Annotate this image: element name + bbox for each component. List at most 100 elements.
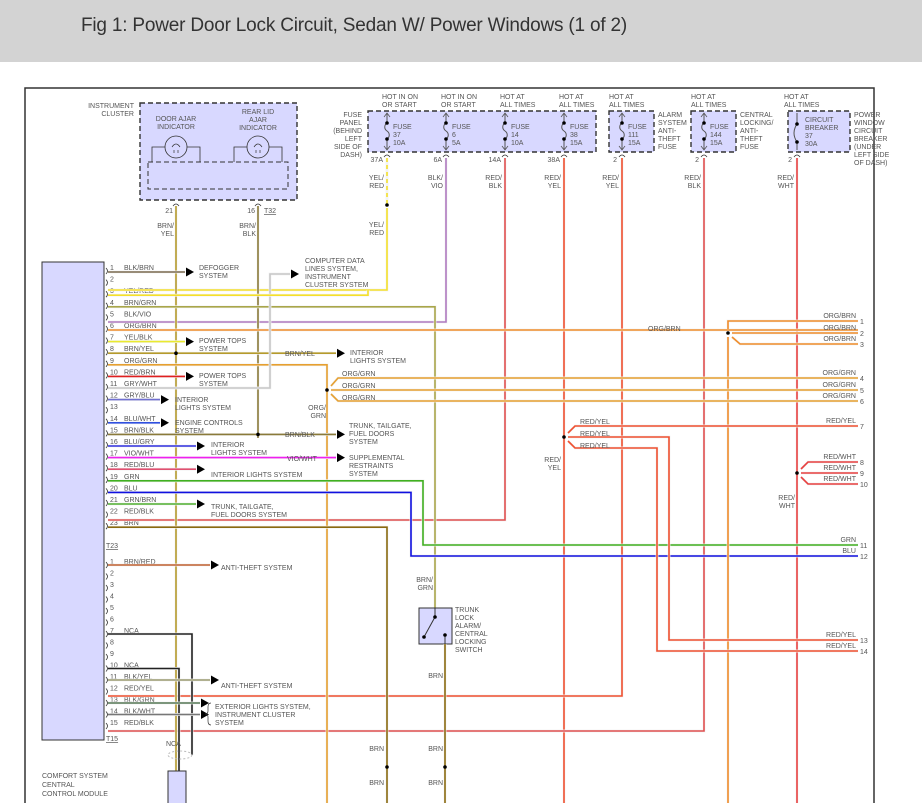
alarm-fuse-name: 111: [628, 132, 639, 139]
fuse-pin: 37A: [371, 157, 384, 164]
connector-cavity-icon: [105, 499, 108, 507]
t15-pin-number: 2: [110, 571, 114, 578]
indicator-label: REAR LID: [242, 109, 274, 116]
circuit-breaker-side-label: POWER: [854, 112, 880, 119]
t23-pin-number: 17: [110, 451, 118, 458]
t23-pin-number: 13: [110, 404, 118, 411]
pin-icon: [700, 154, 708, 158]
t23-wire-label: BLU/WHT: [124, 416, 156, 423]
fuse-terminal: [444, 137, 448, 141]
wire-red-wht-8: [800, 461, 858, 470]
fuse-terminal: [385, 121, 389, 125]
wire-blk-vio: [108, 158, 447, 323]
computer-data-label: COMPUTER DATA: [305, 258, 365, 265]
right-output-number: 2: [860, 331, 864, 338]
arrow-icon: [161, 395, 169, 405]
fuse-arrow-icon: [700, 112, 708, 151]
fuse-pin: 14A: [489, 157, 502, 164]
arrow-icon: [161, 418, 169, 428]
t23-pin-number: 19: [110, 474, 118, 481]
wire-label: RED/: [684, 175, 701, 182]
right-wire-label: ORG/GRN: [823, 382, 856, 389]
connector-cavity-icon: [105, 279, 108, 286]
alarm-fuse-box: [608, 110, 655, 153]
splice-dot: [795, 122, 799, 126]
wire-label: BLK: [243, 231, 257, 238]
wire-label: BRN: [369, 780, 384, 787]
module-label: CENTRAL: [42, 782, 75, 789]
anti-theft-label: ANTI-THEFT SYSTEM: [221, 565, 293, 572]
central-fuse-side-label: CENTRAL: [740, 112, 773, 119]
right-wire-label: ORG/BRN: [823, 336, 856, 343]
power-tops-label: POWER TOPS: [199, 373, 247, 380]
wire-label: RED/YEL: [580, 443, 610, 450]
central-fuse-box: [690, 110, 737, 153]
central-fuse-hot: HOT AT: [691, 94, 716, 101]
figure-title: Fig 1: Power Door Lock Circuit, Sedan W/…: [81, 15, 627, 36]
nca-label: NCA: [166, 741, 181, 748]
t23-wire-label: BLK/BRN: [124, 265, 154, 272]
arrow-icon: [337, 453, 345, 463]
t23-connector-label: T23: [106, 543, 118, 550]
trunk-label: FUEL DOORS: [349, 431, 395, 438]
wire-label: RED/YEL: [580, 431, 610, 438]
alarm-fuse-side-label: ALARM: [658, 112, 682, 119]
circuit-breaker-box: [787, 110, 851, 153]
module-label: CONTROL MODULE: [42, 791, 108, 798]
t15-wire-label: BLK/GRN: [124, 697, 155, 704]
circuit-breaker-side-label: BREAKER: [854, 136, 887, 143]
wire-grn: [108, 480, 858, 546]
wire-label: BRN/: [239, 223, 256, 230]
pin-icon: [618, 154, 626, 158]
splice-dot: [385, 765, 389, 769]
trunk-label: TRUNK, TAILGATE,: [349, 423, 412, 430]
wire-red-blk-14: [108, 158, 506, 521]
fuse-panel-label: FUSE: [343, 112, 362, 119]
wire-yel-red: [108, 208, 388, 291]
wire-label: YEL/: [369, 222, 384, 229]
engine-controls-label: ENGINE CONTROLS: [175, 420, 243, 427]
interior-lights-label: INTERIOR LIGHTS SYSTEM: [211, 472, 303, 479]
right-output-number: 12: [860, 554, 868, 561]
fuse-panel-label: LEFT: [345, 136, 363, 143]
arrow-icon: [211, 560, 219, 570]
circuit-breaker-name: BREAKER: [805, 125, 838, 132]
wire-nca-10: [108, 667, 180, 803]
central-fuse-side-label: LOCKING/: [740, 120, 774, 127]
wire-label: BRN: [428, 780, 443, 787]
connector-cavity-icon: [105, 522, 108, 530]
t15-pin-number: 13: [110, 697, 118, 704]
splice-dot: [325, 388, 329, 392]
connector-cavity-icon: [105, 665, 108, 672]
connector-cavity-icon: [105, 699, 108, 707]
wire-label: BRN: [369, 746, 384, 753]
connector-cavity-icon: [105, 337, 108, 344]
wire-label: GRN: [310, 413, 326, 420]
connector-cavity-icon: [105, 314, 108, 321]
fuse-pin: 38A: [548, 157, 561, 164]
right-wire-label: RED/YEL: [826, 632, 856, 639]
right-wire-label: RED/YEL: [826, 643, 856, 650]
t23-pin-number: 9: [110, 358, 114, 365]
fuse-label: 38: [570, 132, 578, 139]
fuse-terminal: [620, 121, 624, 125]
t23-wire-label: GRN: [124, 474, 140, 481]
indicator-label: AJAR: [249, 117, 267, 124]
wire-label: YEL: [161, 231, 174, 238]
connector-cavity-icon: [105, 688, 108, 695]
splice-dot: [174, 351, 178, 356]
t15-pin-number: 10: [110, 663, 118, 670]
connector-cavity-icon: [105, 561, 108, 569]
connector-cavity-icon: [105, 619, 108, 626]
connector-cavity-icon: [105, 711, 108, 718]
trunk-switch-label: LOCK: [455, 615, 474, 622]
fuse-panel-label: SIDE OF: [334, 144, 362, 151]
splice-dot: [726, 331, 730, 335]
wire-red-yel-13: [568, 436, 858, 641]
wire-label: RED: [369, 183, 384, 190]
t15-pin-number: 15: [110, 720, 118, 727]
wire-brn: [108, 526, 388, 803]
fuse-label: FUSE: [393, 124, 412, 131]
t15-pin-number: 7: [110, 628, 114, 635]
interior-lights-label: LIGHTS SYSTEM: [350, 358, 406, 365]
